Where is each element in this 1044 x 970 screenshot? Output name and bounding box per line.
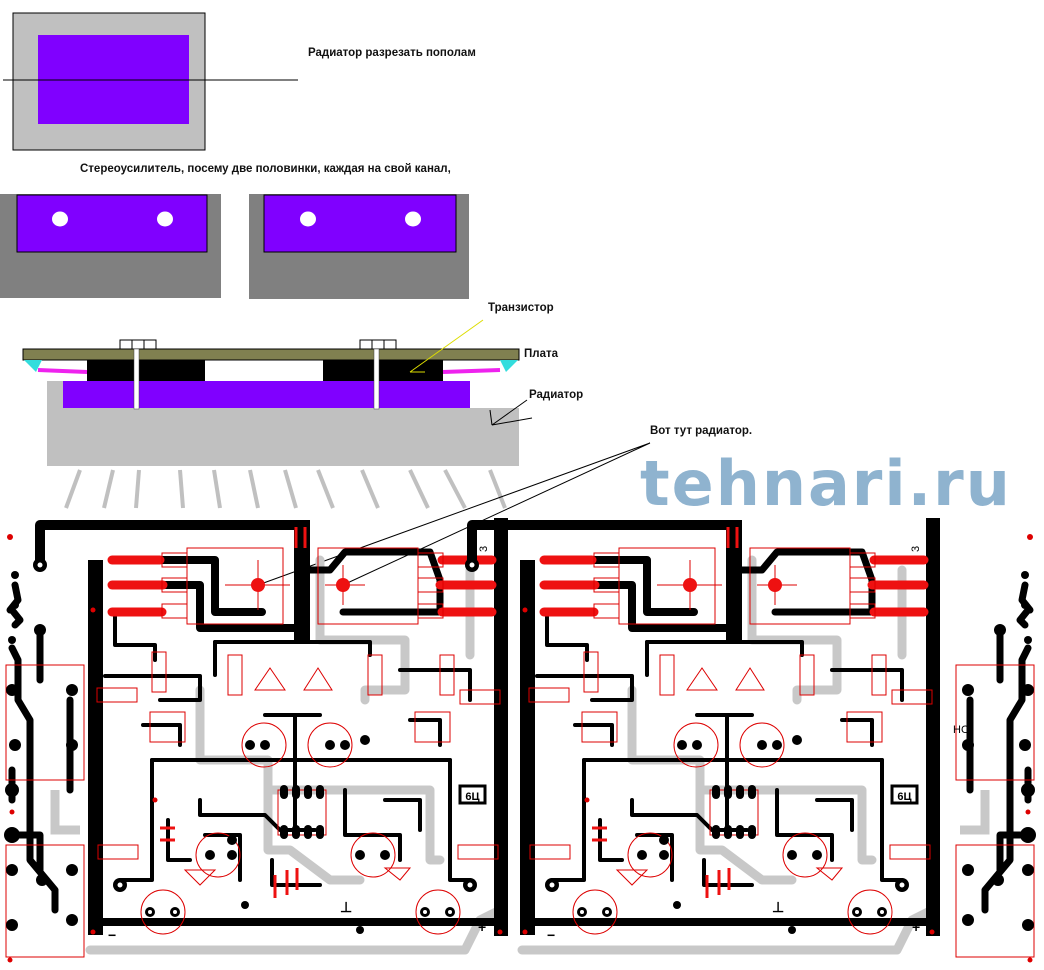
mount-hole xyxy=(300,211,316,227)
watermark: tehnari.ru xyxy=(640,447,1012,520)
bolt-head xyxy=(359,339,397,350)
board xyxy=(22,348,520,361)
input-strip-left xyxy=(4,534,84,963)
mount-hole xyxy=(52,211,68,227)
bolt-shaft xyxy=(133,348,140,410)
radiator-body xyxy=(47,408,519,466)
transistor-left xyxy=(87,360,205,381)
cut-radiator-label: Радиатор разрезать пополам xyxy=(308,47,476,59)
input-strip-right xyxy=(956,534,1036,963)
bolt-shaft xyxy=(373,348,380,410)
bolt-head xyxy=(119,339,157,350)
transistor-label: Транзистор xyxy=(488,302,554,314)
stereo-note: Стереоусилитель, посему две половинки, к… xyxy=(80,163,451,175)
radiator-label: Радиатор xyxy=(529,389,583,401)
radiator-half-left xyxy=(0,194,221,298)
whole-radiator xyxy=(3,12,298,151)
purple-pad xyxy=(63,381,470,408)
transistor-right xyxy=(323,360,443,381)
channel-right xyxy=(465,518,940,950)
mount-hole xyxy=(157,211,173,227)
radiator-fins xyxy=(64,469,507,509)
minus-label: − xyxy=(108,927,116,943)
board-label: Плата xyxy=(524,348,559,360)
plus-label: + xyxy=(478,919,486,935)
radiator-here-label: Вот тут радиатор. xyxy=(650,425,752,437)
cross-section xyxy=(22,339,520,509)
channel-left xyxy=(33,518,508,950)
mount-hole xyxy=(405,211,421,227)
radiator-half-right xyxy=(249,194,469,299)
ho-label: НО xyxy=(953,724,970,736)
plus-label-right: + xyxy=(912,919,920,935)
pcb-layout: − + − + НО xyxy=(4,518,1036,963)
minus-label-right: − xyxy=(547,927,555,943)
